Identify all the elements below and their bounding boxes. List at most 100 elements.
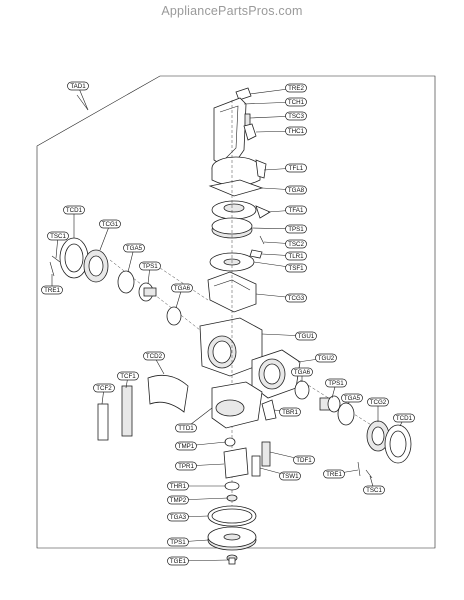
callout-pill <box>285 126 307 136</box>
callout-tcd1: TCD1 <box>393 413 415 427</box>
callout-label: TAD1 <box>70 83 86 90</box>
seal-tps1-right-part <box>319 395 341 413</box>
callout-thr1: THR1 <box>167 481 226 491</box>
callout-tcg1: TCG1 <box>99 219 121 251</box>
callout-tcf2: TCF2 <box>93 383 115 405</box>
callout-tsc2: TSC2 <box>263 239 307 249</box>
callout-tsc1: TSC1 <box>363 475 385 495</box>
callout-thc1: THC1 <box>255 126 307 136</box>
callout-label: TCF2 <box>96 385 112 392</box>
callout-pill <box>167 537 189 547</box>
callout-tgu2: TGU2 <box>297 353 337 363</box>
callout-label: TGU2 <box>318 355 335 362</box>
callout-pill <box>67 81 89 91</box>
callout-tga5: TGA5 <box>341 393 363 405</box>
callout-label: TCD1 <box>396 415 413 422</box>
callout-tcg2: TCG2 <box>367 397 389 422</box>
callout-pill <box>285 83 307 93</box>
cover-tcf2-part <box>97 403 109 441</box>
callout-tga8: TGA8 <box>261 185 307 195</box>
callout-pill <box>285 224 307 234</box>
callout-pill <box>315 353 337 363</box>
callout-pill <box>295 331 317 341</box>
callout-label: TCG2 <box>370 399 387 406</box>
gasket-tga6-right-part <box>294 380 310 400</box>
filter-tdf1-part <box>261 441 271 467</box>
callout-pill <box>285 97 307 107</box>
callout-tcd1: TCD1 <box>63 205 85 238</box>
callout-pill <box>41 285 63 295</box>
callout-label: TGA5 <box>344 395 361 402</box>
callout-pill <box>167 512 189 522</box>
callout-tga6: TGA6 <box>291 367 313 382</box>
callout-pill <box>285 239 307 249</box>
screw-tsc2-part <box>259 235 265 245</box>
gasket-tga5-right-part <box>337 402 355 426</box>
callout-label: TCG3 <box>288 295 305 302</box>
callout-pill <box>167 481 189 491</box>
callout-tcd2: TCD2 <box>143 351 165 375</box>
callout-pill <box>171 283 193 293</box>
callout-label: THR1 <box>170 483 187 490</box>
callout-pill <box>293 455 315 465</box>
pump-tmp1-part <box>224 437 236 447</box>
callout-label: TCD2 <box>146 353 163 360</box>
callout-pill <box>279 471 301 481</box>
callout-tsf1: TSF1 <box>253 261 307 273</box>
handle-tre2-part <box>235 87 252 101</box>
watermark: AppliancePartsPros.com <box>161 4 303 18</box>
callout-tad1: TAD1 <box>67 81 89 111</box>
callout-label: TGA8 <box>288 187 305 194</box>
callout-tmp1: TMP1 <box>175 441 227 451</box>
callout-tch1: TCH1 <box>243 97 307 107</box>
callout-tga3: TGA3 <box>167 512 209 522</box>
callout-label: TPS1 <box>288 226 304 233</box>
callout-tdf1: TDF1 <box>269 451 315 465</box>
callout-label: TFA1 <box>289 207 304 214</box>
callout-label: TSC3 <box>288 113 304 120</box>
panel-tpr1-part <box>223 447 249 479</box>
callout-pill <box>325 378 347 388</box>
callout-pill <box>285 111 307 121</box>
callout-label: TTD1 <box>178 425 194 432</box>
callout-label: TSC2 <box>288 241 304 248</box>
gasket-tga3-part <box>207 505 257 527</box>
ring-tre1-right-part <box>357 461 361 477</box>
callout-label: TPS1 <box>142 263 158 270</box>
cover-tcd2-part <box>147 374 189 413</box>
callout-label: TRE1 <box>326 471 342 478</box>
callout-tcg3: TCG3 <box>255 293 307 303</box>
seal-tps1-left-part <box>138 282 157 302</box>
assembly-frame <box>36 75 436 549</box>
callout-tge1: TGE1 <box>167 556 229 566</box>
callout-label: TGA6 <box>294 369 311 376</box>
cover-thc1-part <box>243 123 257 141</box>
callout-label: TSC1 <box>366 487 382 494</box>
callout-pill <box>291 367 313 377</box>
callout-pill <box>285 293 307 303</box>
spring-tsc3-part <box>244 113 251 127</box>
callout-pill <box>63 205 85 215</box>
callout-label: TGA5 <box>126 245 143 252</box>
bracket-tbr1-part <box>261 399 277 421</box>
callout-tsc1: TSC1 <box>47 231 69 259</box>
lever-tlr1-part <box>249 249 263 259</box>
callout-tlr1: TLR1 <box>261 251 307 261</box>
ring-tre1-left-part <box>49 261 55 277</box>
callout-pill <box>285 251 307 261</box>
callout-label: TCF1 <box>120 373 136 380</box>
callout-label: TPR1 <box>178 463 194 470</box>
callout-tbr1: TBR1 <box>273 407 301 417</box>
callout-label: TCD1 <box>66 207 83 214</box>
seal-tps1-bottom-part <box>207 526 257 551</box>
callout-label: TSW1 <box>281 473 299 480</box>
callout-tfa1: TFA1 <box>267 205 307 215</box>
callout-pill <box>285 263 307 273</box>
callout-label: THC1 <box>288 128 305 135</box>
pump-tmp2-part <box>226 494 238 502</box>
callout-pill <box>285 185 307 195</box>
gasket-tga6-left-part <box>166 306 182 326</box>
callout-pill <box>175 423 197 433</box>
callout-label: TLR1 <box>288 253 304 260</box>
cover-tcg1-part <box>83 249 109 283</box>
